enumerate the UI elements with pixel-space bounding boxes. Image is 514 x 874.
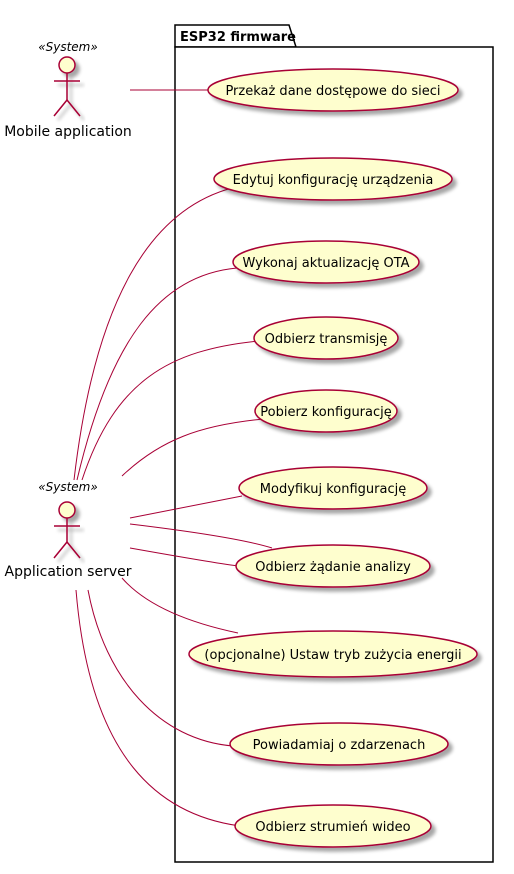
use-case-ellipse [254, 389, 398, 433]
association-server-uc6 [129, 495, 243, 519]
package-title: ESP32 firmware [180, 30, 296, 45]
association-server-uc5 [121, 418, 265, 477]
association-server-uc7 [129, 547, 239, 567]
use-case-label: (opcjonalne) Ustaw tryb zużycia energii [204, 648, 461, 663]
use-case-uc6[interactable]: Modyfikuj konfigurację [238, 466, 428, 510]
use-case-label: Przekaż dane dostępowe do sieci [225, 84, 440, 99]
use-case-label: Pobierz konfigurację [260, 405, 392, 420]
use-case-ellipse [188, 630, 478, 678]
use-case-uc10[interactable]: Odbierz strumień wideo [234, 804, 432, 848]
use-case-ellipse [229, 722, 449, 766]
use-case-uc2[interactable]: Edytuj konfigurację urządzenia [213, 157, 453, 201]
actor-server-label: Application server [5, 564, 132, 580]
use-case-label: Modyfikuj konfigurację [260, 482, 406, 497]
actor-application-server[interactable]: «System» Application server [5, 480, 132, 580]
association-server-uc7 [129, 523, 273, 549]
use-case-label: Odbierz transmisję [265, 332, 388, 347]
association-server-uc4 [81, 340, 259, 481]
actor-mobile-stereotype: «System» [38, 40, 98, 54]
use-case-label: Powiadamiaj o zdarzenach [253, 738, 426, 753]
use-case-label: Odbierz strumień wideo [255, 820, 410, 835]
use-case-ellipse [213, 157, 453, 201]
use-case-ellipse [235, 544, 431, 588]
association-server-uc9 [87, 589, 234, 747]
association-server-uc3 [76, 267, 238, 481]
use-case-uc1[interactable]: Przekaż dane dostępowe do sieci [207, 68, 459, 112]
actor-server-stereotype: «System» [38, 480, 98, 494]
use-case-uc9[interactable]: Powiadamiaj o zdarzenach [229, 722, 449, 766]
use-case-label: Edytuj konfigurację urządzenia [233, 173, 434, 188]
association-server-uc8 [121, 577, 239, 634]
use-case-ellipse [253, 316, 399, 360]
actor-mobile-figure [53, 56, 81, 117]
association-lines [73, 89, 273, 827]
use-case-label: Odbierz żądanie analizy [255, 560, 411, 575]
actor-mobile-application[interactable]: «System» Mobile application [4, 40, 132, 140]
association-server-uc10 [75, 589, 241, 827]
use-case-ellipse [234, 804, 432, 848]
actor-mobile-label: Mobile application [4, 124, 132, 140]
association-server-uc2 [73, 187, 233, 481]
use-case-uc3[interactable]: Wykonaj aktualizację OTA [232, 240, 420, 284]
use-case-uc5[interactable]: Pobierz konfigurację [254, 389, 398, 433]
use-case-ellipse [232, 240, 420, 284]
use-case-uc4[interactable]: Odbierz transmisję [253, 316, 399, 360]
use-case-uc7[interactable]: Odbierz żądanie analizy [235, 544, 431, 588]
use-case-ellipse [207, 68, 459, 112]
use-case-label: Wykonaj aktualizację OTA [242, 256, 409, 271]
use-case-ellipse [238, 466, 428, 510]
use-case-uc8[interactable]: (opcjonalne) Ustaw tryb zużycia energii [188, 630, 478, 678]
actor-server-figure [53, 501, 81, 559]
